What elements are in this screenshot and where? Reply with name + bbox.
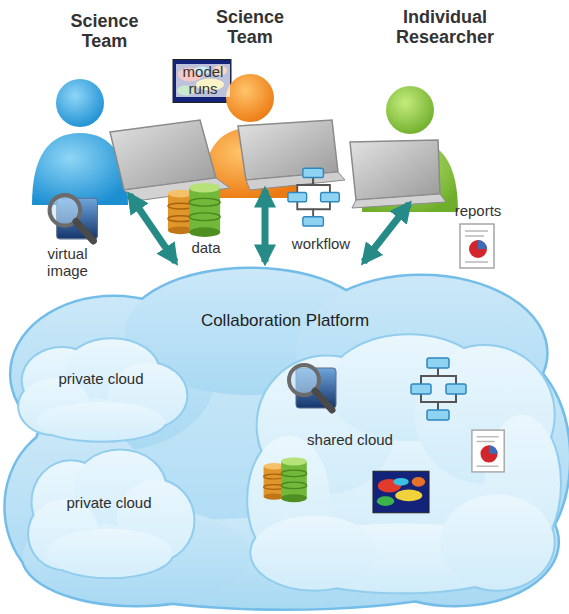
cloud-edge — [37, 402, 165, 441]
double-arrow — [364, 204, 409, 262]
person-blue — [56, 79, 104, 127]
double-arrow — [262, 190, 269, 262]
cloud-edge — [440, 494, 553, 589]
person-green — [386, 86, 434, 134]
person-node: Individual Researcher — [345, 4, 545, 204]
person-green — [350, 140, 440, 200]
private-cloud: private cloud — [12, 335, 190, 443]
person-blue — [32, 79, 230, 205]
role-heading: Science Team — [195, 8, 305, 48]
person-green — [352, 194, 446, 208]
icon-label: virtual image — [30, 246, 105, 279]
person-orange — [246, 172, 345, 190]
platform-cloud: Collaboration Platform private cloud share… — [0, 262, 569, 612]
shared-cloud: shared cloud — [245, 330, 560, 595]
cloud-label: shared cloud — [295, 432, 405, 449]
cloud-fill — [37, 402, 165, 441]
person-orange — [226, 74, 274, 122]
model-run-image — [373, 471, 429, 513]
person-orange — [202, 128, 298, 198]
cloud-outline — [12, 335, 190, 443]
icon-label: workflow — [286, 236, 356, 253]
report-icon — [460, 224, 494, 268]
person-green — [362, 140, 458, 212]
person-green — [350, 86, 458, 212]
icon-label: data — [186, 240, 226, 257]
person-blue — [110, 120, 216, 190]
cloud-edge — [251, 516, 377, 590]
person-node: Science Team — [22, 8, 187, 195]
data-icon — [264, 457, 307, 502]
icon-label: model runs — [176, 64, 230, 97]
model-run-image — [173, 60, 231, 103]
role-heading: Science Team — [50, 12, 160, 52]
person-orange — [238, 120, 338, 180]
cloud-fill — [440, 494, 553, 589]
role-heading: Individual Researcher — [385, 8, 505, 48]
icon-label: reports — [448, 203, 508, 220]
double-arrow — [130, 195, 176, 262]
virtual-image-icon — [289, 365, 336, 410]
workflow-icon — [288, 168, 339, 226]
cloud-fill — [251, 516, 377, 590]
person-blue — [32, 133, 128, 205]
workflow-icon — [411, 358, 466, 420]
private-cloud: private cloud — [22, 445, 197, 580]
person-blue — [124, 178, 230, 201]
cloud-label: private cloud — [46, 371, 156, 388]
cloud-label: private cloud — [54, 495, 164, 512]
report-icon — [472, 430, 504, 472]
cloud-edge — [47, 529, 173, 578]
virtual-image-icon — [50, 195, 98, 241]
cloud-fill — [47, 529, 173, 578]
cloud-outline — [22, 445, 197, 580]
cloud-outline — [245, 330, 560, 595]
cloud-label: Collaboration Platform — [150, 312, 420, 331]
data-icon — [168, 183, 220, 237]
person-node: Science Team — [180, 4, 320, 190]
